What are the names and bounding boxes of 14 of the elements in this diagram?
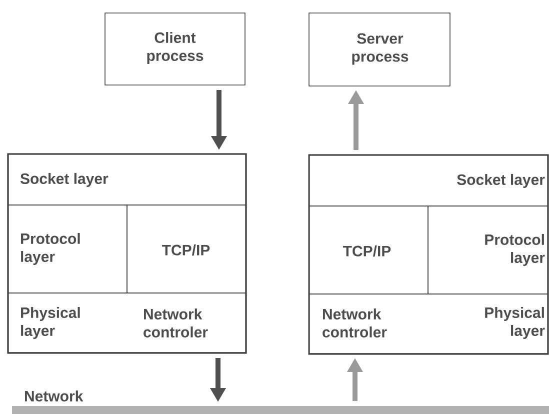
layer-cell: Network controler Physical layer [308, 294, 548, 354]
process-box: Server process [308, 12, 450, 86]
network-bar: Network [12, 390, 549, 414]
layer-cell: Protocol layer [8, 204, 128, 294]
layer-stack [7, 153, 247, 354]
node-label: Network [25, 390, 84, 402]
layer-cell: Socket layer [308, 154, 548, 206]
layer-cell: Physical layer Network controler [8, 292, 246, 354]
layer-cell: Protocol layer [428, 206, 548, 294]
process-box: Client process [104, 12, 246, 86]
layer-cell: TCP/IP [126, 204, 246, 294]
layer-cell: Socket layer [8, 154, 246, 206]
layer-cell: TCP/IP [308, 206, 428, 294]
layer-stack [308, 154, 549, 355]
